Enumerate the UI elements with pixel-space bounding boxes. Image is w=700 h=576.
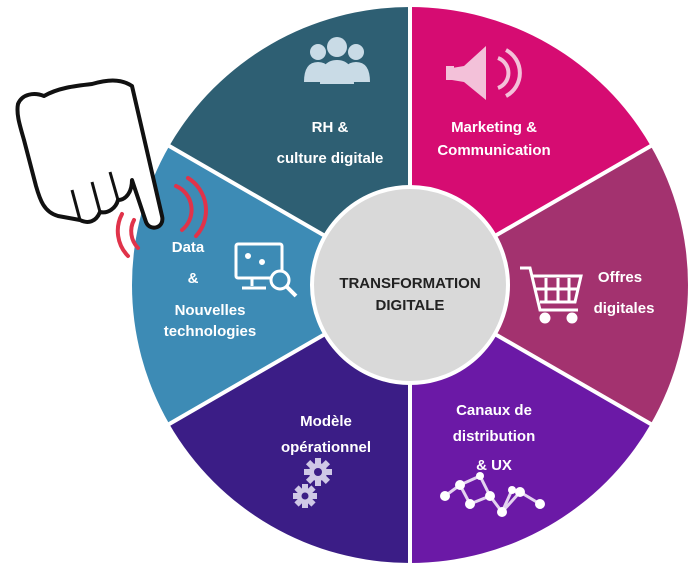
canaux-label-line2: distribution xyxy=(453,428,536,445)
modele-label-line2: opérationnel xyxy=(281,439,371,456)
marketing-label-line2: Communication xyxy=(437,142,550,159)
gears-icon xyxy=(293,458,332,508)
data-label-line3: Nouvelles xyxy=(175,302,246,319)
network-nodes-icon xyxy=(440,472,545,517)
center-title-line1: TRANSFORMATION xyxy=(339,275,480,292)
center-title-line2: DIGITALE xyxy=(376,297,445,314)
pointing-hand-icon xyxy=(15,78,165,230)
megaphone-icon xyxy=(446,46,522,100)
segment-offres xyxy=(410,146,688,424)
offres-label-line1: Offres xyxy=(598,269,642,286)
offres-label-line2: digitales xyxy=(594,300,655,317)
data-label-line1: Data xyxy=(172,239,205,256)
center-circle xyxy=(310,185,510,385)
people-icon xyxy=(304,37,370,84)
monitor-magnifier-icon xyxy=(234,242,298,298)
signal-waves-icon xyxy=(115,176,208,258)
data-label-line2: & xyxy=(188,270,199,287)
modele-label-line1: Modèle xyxy=(300,413,352,430)
canaux-label-line1: Canaux de xyxy=(456,402,532,419)
rh-label-line1: RH & xyxy=(312,119,349,136)
shopping-cart-icon xyxy=(520,266,583,324)
marketing-label-line1: Marketing & xyxy=(451,119,537,136)
canaux-label-line3: & UX xyxy=(476,457,512,474)
rh-label-line2: culture digitale xyxy=(277,150,384,167)
data-label-line4: technologies xyxy=(164,323,257,340)
